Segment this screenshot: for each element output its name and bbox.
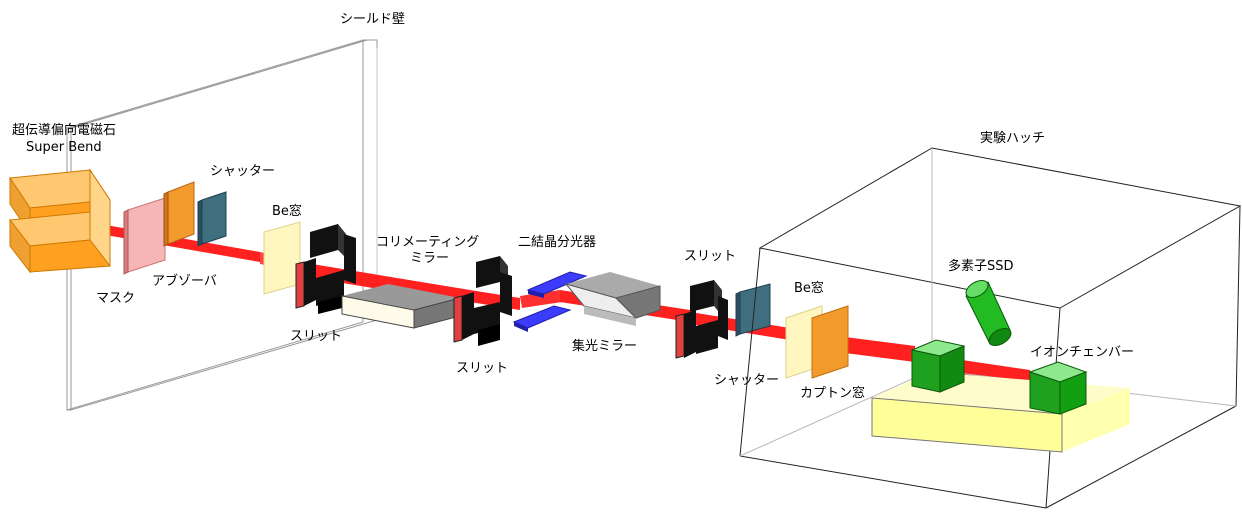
- label-shutter-1: シャッター: [210, 164, 275, 179]
- label-shield-wall: シールド壁: [340, 12, 405, 27]
- label-slit-1: スリット: [290, 329, 342, 344]
- label-experiment-hutch: 実験ハッチ: [980, 130, 1045, 146]
- label-double-crystal: 二結晶分光器: [518, 235, 596, 250]
- label-collimating-mirror-1: コリメーティング: [376, 235, 479, 250]
- slit-3: [675, 280, 728, 359]
- be-window-1: [263, 221, 301, 295]
- mask: [123, 197, 166, 275]
- sample-stage: [871, 372, 1130, 453]
- label-focusing-mirror: 集光ミラー: [572, 338, 637, 354]
- label-magnet-jp: 超伝導偏向電磁石: [12, 122, 116, 138]
- absorber: [163, 181, 195, 247]
- labels: シールド壁 超伝導偏向電磁石 Super Bend シャッター Be窓 マスク …: [12, 12, 1134, 401]
- label-slit-2: スリット: [456, 361, 508, 376]
- label-collimating-mirror-2: ミラー: [410, 251, 449, 266]
- label-shutter-2: シャッター: [714, 373, 779, 388]
- double-crystal-monochromator: [512, 271, 588, 332]
- label-multi-element-ssd: 多素子SSD: [948, 258, 1014, 274]
- slit-2: [453, 256, 512, 346]
- kapton-window: [811, 305, 849, 379]
- label-absorber: アブゾーバ: [152, 273, 217, 289]
- shutter-1: [197, 191, 227, 247]
- ion-chamber-2: [1028, 361, 1088, 415]
- shield-wall: [66, 39, 378, 411]
- label-ion-chamber: イオンチェンバー: [1030, 345, 1134, 360]
- super-bend-magnet: [9, 168, 111, 274]
- label-be-window-2: Be窓: [794, 280, 824, 296]
- ion-chamber-1: [910, 339, 966, 393]
- multi-element-ssd: [965, 279, 1012, 347]
- slit-1: [295, 224, 356, 314]
- label-kapton-window: カプトン窓: [800, 385, 865, 401]
- label-be-window-1: Be窓: [272, 203, 302, 219]
- label-magnet-en: Super Bend: [26, 140, 102, 155]
- shutter-2: [735, 283, 771, 337]
- label-mask: マスク: [96, 291, 135, 306]
- focusing-mirror: [564, 272, 661, 326]
- label-slit-3: スリット: [684, 249, 736, 264]
